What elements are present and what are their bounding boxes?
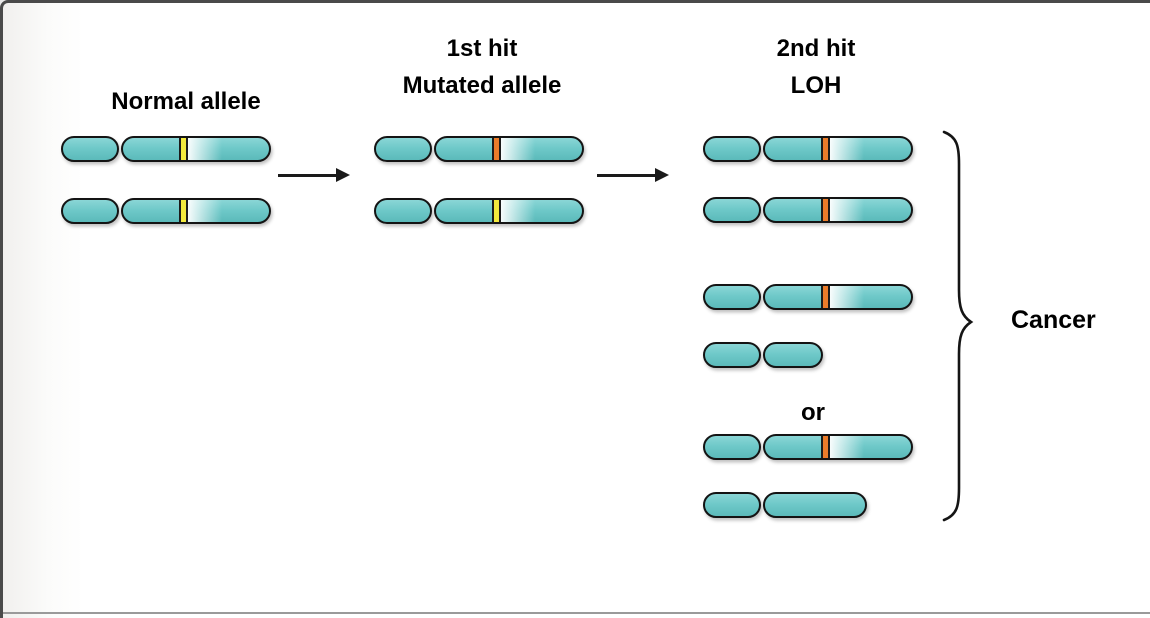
chromosome-short-arm: [703, 136, 761, 162]
chromosome-normal-chr2: [61, 198, 271, 224]
highlight-sheen: [830, 138, 864, 160]
mutated-allele-band: [821, 436, 830, 458]
chromosome-short-arm: [374, 136, 432, 162]
chromosome-loh-pair3-chr2-short: [703, 492, 867, 518]
chromosome-loh-pair1-chr1: [703, 136, 913, 162]
chromosome-firsthit-mutated-chr: [374, 136, 584, 162]
stage1-title: Normal allele: [53, 83, 319, 120]
highlight-sheen: [501, 200, 535, 222]
chromosome-loh-pair1-chr2: [703, 197, 913, 223]
chromosome-long-arm: [763, 434, 913, 460]
chromosome-long-arm: [763, 492, 867, 518]
mutated-allele-band: [821, 199, 830, 221]
bottom-rule: [3, 612, 1150, 614]
chromosome-short-arm: [703, 492, 761, 518]
chromosome-long-arm: [763, 342, 823, 368]
highlight-sheen: [830, 286, 864, 308]
chromosome-short-arm: [703, 434, 761, 460]
highlight-sheen: [501, 138, 535, 160]
stage3-title-line2: LOH: [790, 72, 842, 99]
stage1-title-text: Normal allele: [111, 88, 261, 115]
chromosome-long-arm: [434, 136, 584, 162]
chromosome-long-arm: [121, 198, 271, 224]
mutated-allele-band: [492, 138, 501, 160]
chromosome-loh-pair2-chr1: [703, 284, 913, 310]
highlight-sheen: [830, 199, 864, 221]
stage2-title-line2: Mutated allele: [402, 72, 562, 99]
highlight-sheen: [188, 200, 222, 222]
chromosome-loh-pair2-chr2-deleted: [703, 342, 823, 368]
chromosome-long-arm: [121, 136, 271, 162]
chromosome-long-arm: [434, 198, 584, 224]
right-arrow-icon: [278, 168, 350, 182]
chromosome-short-arm: [703, 342, 761, 368]
chromosome-long-arm: [763, 136, 913, 162]
mutated-allele-band: [821, 138, 830, 160]
right-arrow-icon: [597, 168, 669, 182]
chromosome-short-arm: [703, 197, 761, 223]
chromosome-short-arm: [61, 198, 119, 224]
stage3-title-line1: 2nd hit: [776, 35, 856, 62]
or-label: or: [801, 399, 825, 426]
chromosome-loh-pair3-chr1: [703, 434, 913, 460]
chromosome-firsthit-normal-chr: [374, 198, 584, 224]
highlight-sheen: [188, 138, 222, 160]
normal-allele-band: [179, 138, 188, 160]
curly-brace: [942, 130, 974, 522]
chromosome-short-arm: [374, 198, 432, 224]
normal-allele-band: [179, 200, 188, 222]
chromosome-long-arm: [763, 197, 913, 223]
chromosome-short-arm: [61, 136, 119, 162]
chromosome-short-arm: [703, 284, 761, 310]
chromosome-long-arm: [763, 284, 913, 310]
normal-allele-band: [492, 200, 501, 222]
highlight-sheen: [830, 436, 864, 458]
chromosome-normal-chr1: [61, 136, 271, 162]
stage2-title-line1: 1st hit: [446, 35, 518, 62]
mutated-allele-band: [821, 286, 830, 308]
cancer-label: Cancer: [1011, 306, 1096, 334]
